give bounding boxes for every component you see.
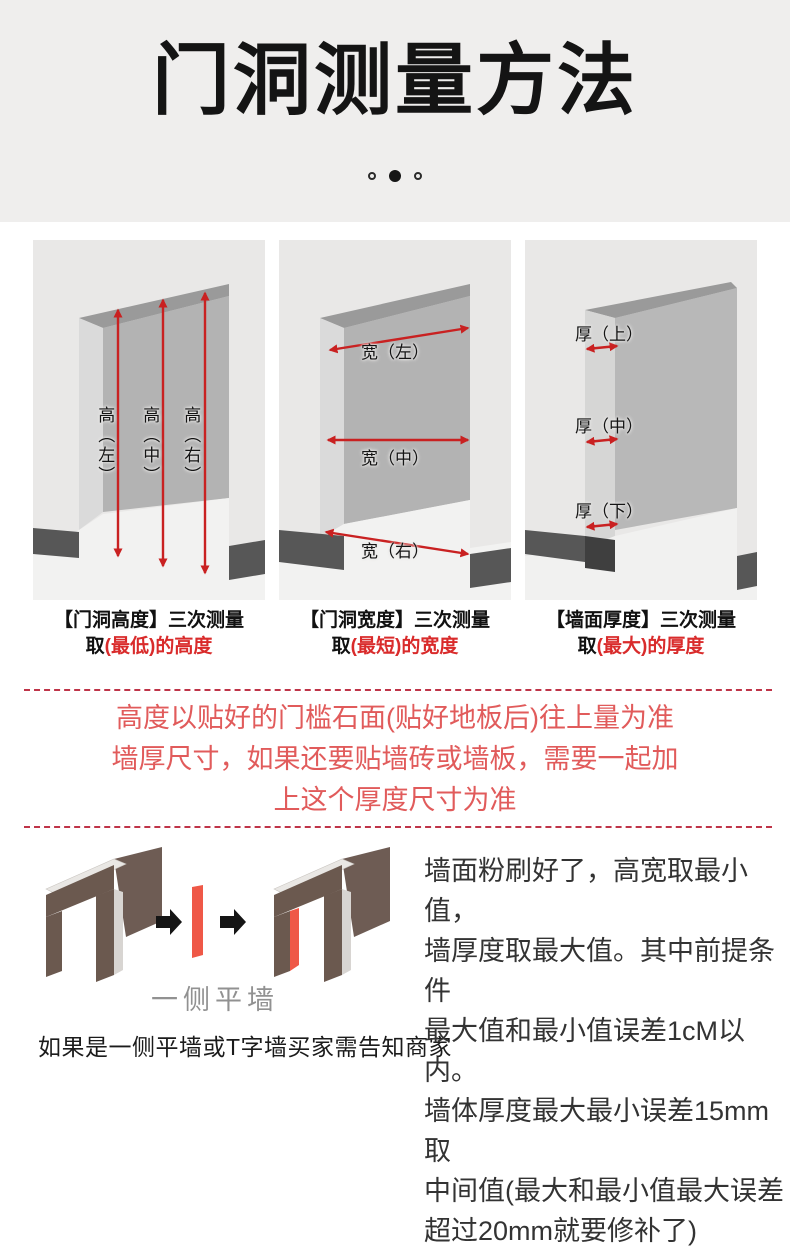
carousel-dot-active[interactable] — [389, 170, 401, 182]
height-right-label: 高（右） — [181, 406, 201, 486]
measurement-rules-paragraph: 墙面粉刷好了，高宽取最小值， 墙厚度取最大值。其中前提条件 最大值和最小值误差1… — [424, 851, 786, 1251]
panel-door-width: 宽（左） 宽（中） 宽（右） — [279, 240, 511, 600]
corner-wall-shape — [45, 847, 162, 982]
paragraph-line: 墙面粉刷好了，高宽取最小值， — [424, 856, 748, 926]
caption-title: 【门洞宽度】三次测量 — [299, 610, 490, 631]
caption-wall-thickness: 【墙面厚度】三次测量 取(最大)的厚度 — [525, 608, 757, 660]
carousel-dot[interactable] — [368, 172, 376, 180]
header: 门洞测量方法 — [0, 0, 790, 222]
red-strip-applied — [290, 908, 299, 971]
corner-wall-shape-with-strip — [273, 847, 390, 982]
caption-title: 【墙面厚度】三次测量 — [545, 610, 736, 631]
paragraph-line: 墙体厚度最大最小误差15mm取 — [424, 1096, 770, 1166]
door-height-illustration — [33, 240, 265, 600]
right-arrow-icon — [220, 909, 246, 935]
notice-text: 高度以贴好的门槛石面(贴好地板后)往上量为准 墙厚尺寸，如果还要贴墙砖或墙板，需… — [0, 698, 790, 821]
notice-line: 上这个厚度尺寸为准 — [273, 785, 517, 815]
caption-rule: 取(最短)的宽度 — [279, 634, 511, 660]
right-arrow-icon — [156, 909, 182, 935]
thickness-middle-label: 厚（中） — [575, 417, 643, 436]
carousel-dot[interactable] — [414, 172, 422, 180]
notice-line: 墙厚尺寸，如果还要贴墙砖或墙板，需要一起加 — [111, 744, 679, 774]
caption-rule-red: (最短)的宽度 — [350, 636, 459, 657]
height-middle-label: 高（中） — [140, 406, 160, 486]
panel-door-height: 高（左） 高（中） 高（右） — [33, 240, 265, 600]
caption-rule-red: (最大)的厚度 — [596, 636, 705, 657]
wall-thickness-illustration — [525, 240, 757, 600]
carousel-dots — [0, 170, 790, 182]
panel-wall-thickness: 厚（上） 厚（中） 厚（下） — [525, 240, 757, 600]
caption-door-height: 【门洞高度】三次测量 取(最低)的高度 — [33, 608, 265, 660]
caption-rule: 取(最低)的高度 — [33, 634, 265, 660]
dashed-divider-top — [24, 689, 772, 691]
caption-prefix: 取 — [577, 636, 597, 657]
thickness-top-label: 厚（上） — [575, 325, 643, 344]
width-middle-label: 宽（中） — [361, 449, 429, 468]
caption-rule: 取(最大)的厚度 — [525, 634, 757, 660]
width-left-label: 宽（左） — [361, 343, 429, 362]
notice-line: 高度以贴好的门槛石面(贴好地板后)往上量为准 — [116, 703, 674, 733]
diagram-caption: 一侧平墙 — [151, 985, 279, 1015]
page-title: 门洞测量方法 — [151, 36, 638, 124]
thickness-bottom-label: 厚（下） — [575, 502, 643, 521]
caption-title: 【门洞高度】三次测量 — [53, 610, 244, 631]
paragraph-line: 中间值(最大和最小值最大误差 — [424, 1176, 784, 1206]
caption-rule-red: (最低)的高度 — [104, 636, 213, 657]
flat-wall-diagram — [45, 847, 390, 982]
caption-prefix: 取 — [85, 636, 105, 657]
red-strip — [192, 885, 203, 958]
height-left-label: 高（左） — [95, 406, 115, 486]
caption-door-width: 【门洞宽度】三次测量 取(最短)的宽度 — [279, 608, 511, 660]
caption-prefix: 取 — [331, 636, 351, 657]
width-right-label: 宽（右） — [361, 542, 429, 561]
door-width-illustration — [279, 240, 511, 600]
paragraph-line: 超过20mm就要修补了) — [424, 1216, 698, 1246]
paragraph-line: 墙厚度取最大值。其中前提条件 — [424, 936, 775, 1006]
dashed-divider-bottom — [24, 826, 772, 828]
diagram-note: 如果是一侧平墙或T字墙买家需告知商家 — [38, 1034, 453, 1060]
paragraph-line: 最大值和最小值误差1cM以内。 — [424, 1016, 746, 1086]
